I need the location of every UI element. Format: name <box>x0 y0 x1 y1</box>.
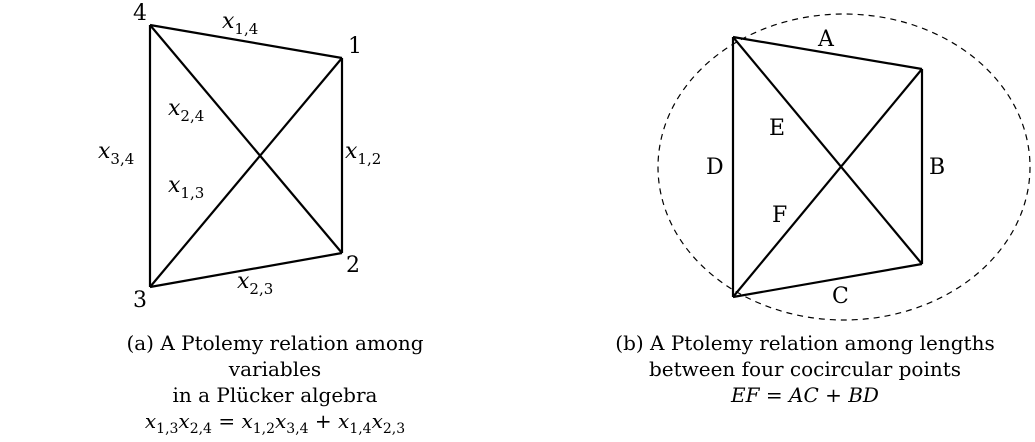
length-label-d: D <box>706 155 724 180</box>
vertex-label-4: 4 <box>133 1 147 26</box>
caption-a-line1: (a) A Ptolemy relation among variables <box>126 331 424 381</box>
edge-label-x12: x1,2 <box>345 139 381 168</box>
caption-b-line1: (b) A Ptolemy relation among lengths <box>615 331 995 355</box>
diagonal-4-2 <box>149 24 343 254</box>
panel-a-vertex-labels: 4 1 2 3 <box>133 1 362 313</box>
panel-b-labels: A B C D E F <box>706 27 945 309</box>
length-label-f: F <box>772 203 787 228</box>
edge-4-1 <box>149 23 343 60</box>
length-label-b: B <box>929 155 945 180</box>
ptolemy-figure: 4 1 2 3 x1,4 x1,2 x2,3 x3,4 x2,4 x1,3 A … <box>98 1 1031 321</box>
caption-b-equation: EF = AC + BD <box>731 383 879 407</box>
edge-2-3 <box>149 251 343 289</box>
caption-panel-a: (a) A Ptolemy relation among variables i… <box>80 330 470 442</box>
chord-f <box>732 68 923 298</box>
vertex-label-3: 3 <box>133 288 147 313</box>
edge-label-x34: x3,4 <box>98 139 134 168</box>
edge-label-x13: x1,3 <box>168 173 204 202</box>
edge-label-x14: x1,4 <box>222 9 258 38</box>
length-label-c: C <box>832 284 849 309</box>
circumscribed-circle <box>657 13 1031 321</box>
caption-b-line2: between four cocircular points <box>648 357 962 381</box>
caption-panel-b: (b) A Ptolemy relation among lengths bet… <box>580 330 1030 408</box>
vertex-label-2: 2 <box>346 253 360 278</box>
chord-e <box>732 36 923 265</box>
caption-a-equation: x1,3x2,4 = x1,2x3,4 + x1,4x2,3 <box>144 409 406 437</box>
chord-c <box>732 262 923 299</box>
panel-a-diagram <box>148 23 344 289</box>
length-label-e: E <box>769 116 785 141</box>
panel-b-diagram <box>731 35 924 299</box>
vertex-label-1: 1 <box>348 34 362 59</box>
edge-label-x24: x2,4 <box>168 96 204 125</box>
diagonal-3-1 <box>149 57 343 288</box>
chord-a <box>732 35 923 71</box>
caption-a-line2: in a Plücker algebra <box>172 383 378 407</box>
edge-label-x23: x2,3 <box>237 269 273 298</box>
length-label-a: A <box>817 27 835 52</box>
panel-a-edge-labels: x1,4 x1,2 x2,3 x3,4 x2,4 x1,3 <box>98 9 381 298</box>
